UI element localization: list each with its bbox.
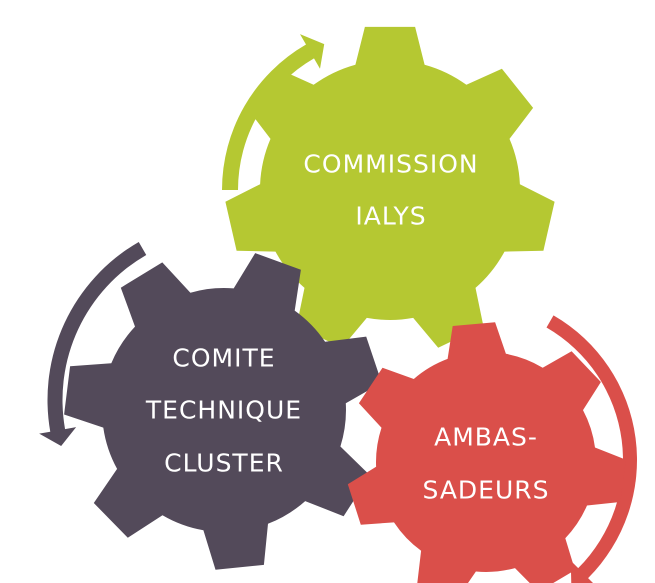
purple-arrow (39, 241, 147, 446)
comite-label-3: CLUSTER (164, 451, 284, 476)
commission-gear (225, 26, 555, 348)
comite-label: COMITE (172, 346, 275, 371)
ambassadeurs-line-1: AMBAS- (434, 422, 538, 452)
ambassadeurs-label: AMBAS- (434, 425, 538, 450)
red-arrow (546, 315, 637, 583)
comite-line-1: COMITE (172, 343, 276, 373)
comite-label-2: TECHNIQUE (146, 398, 302, 423)
commission-label-2: IALYS (355, 204, 426, 229)
comite-line-3: CLUSTER (164, 448, 284, 478)
commission-line-2: IALYS (355, 201, 427, 231)
commission-line-1: COMMISSION (303, 149, 479, 179)
green-arrow (222, 34, 325, 190)
ambassadeurs-gear (347, 322, 626, 583)
comite-gear (64, 253, 382, 570)
ambassadeurs-line-2: SADEURS (422, 475, 550, 505)
comite-line-2: TECHNIQUE (145, 395, 303, 425)
ambassadeurs-label-2: SADEURS (422, 478, 549, 503)
commission-label: COMMISSION (303, 152, 478, 177)
